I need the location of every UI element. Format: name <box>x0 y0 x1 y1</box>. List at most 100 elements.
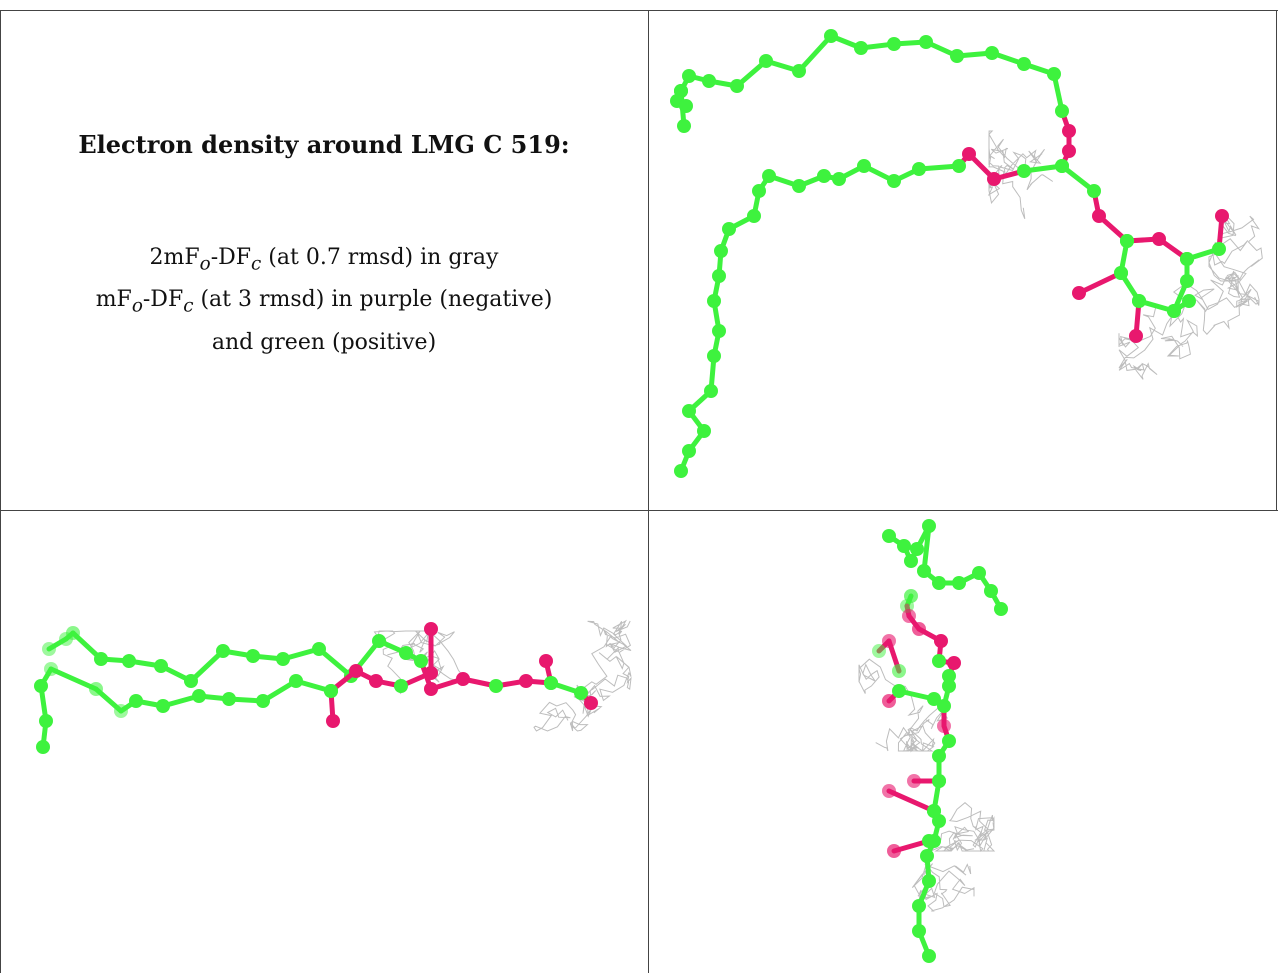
oxygen-atom <box>519 674 533 688</box>
carbon-atom <box>752 184 766 198</box>
carbon-atom <box>94 652 108 666</box>
carbon-atom <box>762 169 776 183</box>
carbon-atom <box>129 694 143 708</box>
carbon-atom <box>912 899 926 913</box>
carbon-atom <box>66 626 80 640</box>
carbon-atom <box>704 384 718 398</box>
molecule-view-2 <box>34 619 632 754</box>
border-middle-horizontal <box>0 510 1278 511</box>
carbon-atom <box>985 46 999 60</box>
carbon-atom <box>1120 234 1134 248</box>
carbon-atom <box>932 576 946 590</box>
oxygen-atom <box>1062 144 1076 158</box>
carbon-atom <box>324 684 338 698</box>
oxygen-atom <box>1129 329 1143 343</box>
structure-view-bottom-right <box>649 511 1278 973</box>
oxygen-atom <box>1092 209 1106 223</box>
density-mesh <box>1118 270 1260 380</box>
carbon-atom <box>1114 266 1128 280</box>
carbon-atom <box>1017 164 1031 178</box>
oxygen-atom <box>1215 209 1229 223</box>
carbon-atom <box>216 644 230 658</box>
legend-line-fofc: mFo-DFc (at 3 rmsd) in purple (negative) <box>95 287 553 317</box>
oxygen-atom <box>902 609 916 623</box>
carbon-atom <box>256 694 270 708</box>
caption-cell: Electron density around LMG C 519: 2mFo-… <box>0 0 648 510</box>
carbon-atom <box>972 566 986 580</box>
carbon-atom <box>394 679 408 693</box>
oxygen-atom <box>326 714 340 728</box>
carbon-atom <box>414 654 428 668</box>
carbon-atom <box>289 674 303 688</box>
density-mesh <box>1208 210 1263 282</box>
structure-view-bottom-left <box>1 511 648 973</box>
carbon-atom <box>154 659 168 673</box>
oxygen-atom <box>937 719 951 733</box>
bond <box>886 788 937 814</box>
carbon-atom <box>677 119 691 133</box>
carbon-atom <box>1212 242 1226 256</box>
carbon-atom <box>937 699 951 713</box>
carbon-atom <box>922 949 936 963</box>
carbon-atom <box>34 679 48 693</box>
caption-legend: 2mFo-DFc (at 0.7 rmsd) in gray mFo-DFc (… <box>0 240 648 361</box>
carbon-atom <box>897 539 911 553</box>
carbon-atom <box>1055 159 1069 173</box>
carbon-atom <box>920 849 934 863</box>
carbon-atom <box>952 576 966 590</box>
carbon-atom <box>887 174 901 188</box>
carbon-atom <box>942 734 956 748</box>
carbon-atom <box>1180 274 1194 288</box>
bond <box>921 523 932 574</box>
carbon-atom <box>910 542 924 556</box>
carbon-atom <box>184 674 198 688</box>
bond <box>796 33 834 74</box>
carbon-atom <box>984 584 998 598</box>
density-mesh <box>987 130 1054 219</box>
carbon-atom <box>882 529 896 543</box>
carbon-atom <box>1055 104 1069 118</box>
oxygen-atom <box>947 656 961 670</box>
carbon-atom <box>276 652 290 666</box>
carbon-atom <box>712 324 726 338</box>
oxygen-atom <box>882 694 896 708</box>
oxygen-atom <box>907 774 921 788</box>
carbon-atom <box>682 444 696 458</box>
carbon-atom <box>222 692 236 706</box>
carbon-atom <box>399 646 413 660</box>
border-left <box>0 10 1 973</box>
carbon-atom <box>892 684 906 698</box>
carbon-atom <box>792 64 806 78</box>
carbon-atom <box>89 682 103 696</box>
oxygen-atom <box>584 696 598 710</box>
carbon-atom <box>682 69 696 83</box>
carbon-atom <box>707 294 721 308</box>
oxygen-atom <box>349 664 363 678</box>
oxygen-atom <box>934 634 948 648</box>
carbon-atom <box>192 689 206 703</box>
border-top <box>0 10 1278 11</box>
carbon-atom <box>114 704 128 718</box>
carbon-atom <box>1167 304 1181 318</box>
carbon-atom <box>932 774 946 788</box>
carbon-atom <box>1182 294 1196 308</box>
oxygen-atom <box>1152 232 1166 246</box>
oxygen-atom <box>962 147 976 161</box>
density-mesh <box>930 802 996 853</box>
carbon-atom <box>872 644 886 658</box>
carbon-atom <box>912 924 926 938</box>
carbon-atom <box>730 79 744 93</box>
carbon-atom <box>922 519 936 533</box>
border-right <box>1276 10 1277 510</box>
oxygen-atom <box>987 172 1001 186</box>
carbon-atom <box>1017 57 1031 71</box>
carbon-atom <box>574 686 588 700</box>
carbon-atom <box>932 654 946 668</box>
carbon-atom <box>917 564 931 578</box>
carbon-atom <box>942 679 956 693</box>
molecule-view-3 <box>858 519 1008 963</box>
carbon-atom <box>932 749 946 763</box>
density-mesh <box>858 658 948 753</box>
carbon-atom <box>1047 67 1061 81</box>
carbon-atom <box>722 222 736 236</box>
